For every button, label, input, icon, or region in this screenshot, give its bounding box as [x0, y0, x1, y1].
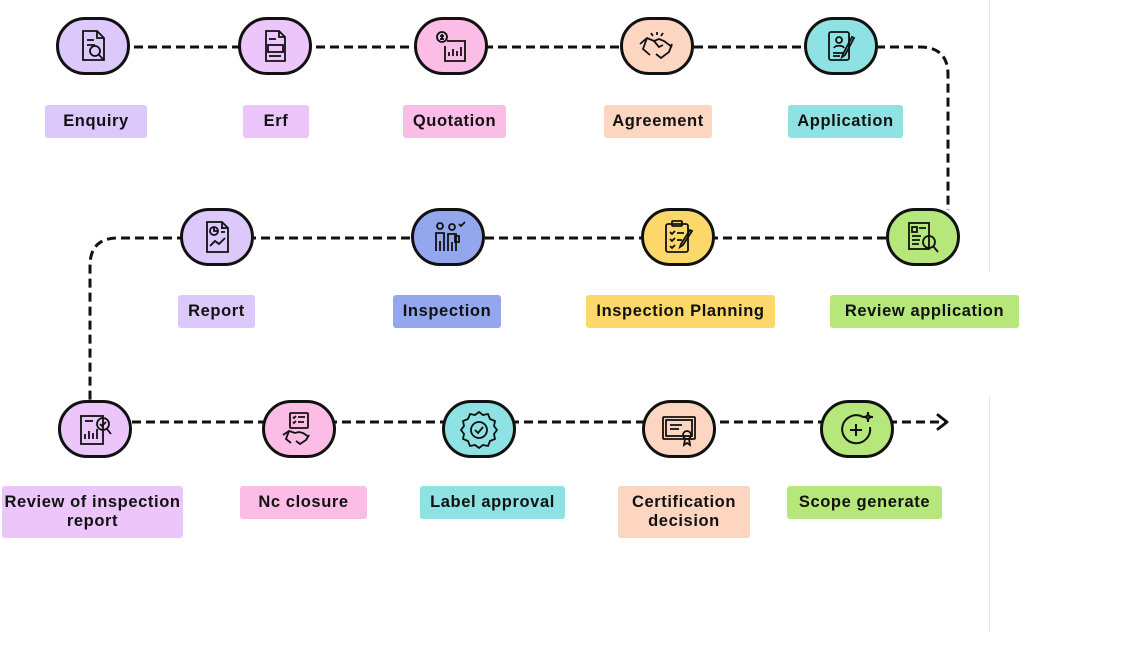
certificate-icon [662, 416, 696, 447]
step-node-agreement[interactable] [620, 17, 694, 75]
step-node-quotation[interactable] [414, 17, 488, 75]
application-form-icon [828, 31, 856, 61]
divider-line-top [989, 0, 990, 272]
step-node-inspection-planning[interactable] [641, 208, 715, 266]
step-node-review-inspection-report[interactable] [58, 400, 132, 458]
review-search-icon [908, 222, 939, 253]
handshake-icon [639, 32, 673, 60]
step-label-enquiry: Enquiry [45, 105, 147, 138]
step-node-scope-generate[interactable] [820, 400, 894, 458]
step-label-application: Application [788, 105, 903, 138]
add-sparkle-icon [841, 411, 874, 445]
step-node-application[interactable] [804, 17, 878, 75]
erf-document-icon [265, 30, 286, 62]
step-label-agreement: Agreement [604, 105, 712, 138]
step-node-report[interactable] [180, 208, 254, 266]
step-node-nc-closure[interactable] [262, 400, 336, 458]
inspectors-icon [435, 221, 466, 251]
quotation-icon [436, 31, 466, 62]
approval-badge-icon [459, 410, 499, 449]
step-label-review-application: Review application [830, 295, 1019, 328]
step-label-label-approval: Label approval [420, 486, 565, 519]
step-node-label-approval[interactable] [442, 400, 516, 458]
step-label-inspection: Inspection [393, 295, 501, 328]
document-search-icon [82, 30, 105, 61]
step-label-erf: Erf [243, 105, 309, 138]
clipboard-icon [665, 220, 694, 253]
report-review-icon [80, 415, 112, 445]
step-label-review-inspection-report: Review of inspection report [2, 486, 183, 538]
step-label-certification-decision: Certification decision [618, 486, 750, 538]
step-node-enquiry[interactable] [56, 17, 130, 75]
connector-row-1 [134, 45, 950, 210]
report-chart-icon [206, 221, 229, 253]
step-node-review-application[interactable] [886, 208, 960, 266]
arrow-head-icon [936, 413, 949, 431]
step-node-erf[interactable] [238, 17, 312, 75]
step-node-inspection[interactable] [411, 208, 485, 266]
step-label-inspection-planning: Inspection Planning [586, 295, 775, 328]
closure-handshake-icon [282, 412, 310, 446]
step-label-quotation: Quotation [403, 105, 506, 138]
connector-row-2 [88, 236, 886, 400]
step-label-scope-generate: Scope generate [787, 486, 942, 519]
step-label-nc-closure: Nc closure [240, 486, 367, 519]
step-label-report: Report [178, 295, 255, 328]
step-node-certification-decision[interactable] [642, 400, 716, 458]
divider-line-bottom [989, 396, 990, 632]
